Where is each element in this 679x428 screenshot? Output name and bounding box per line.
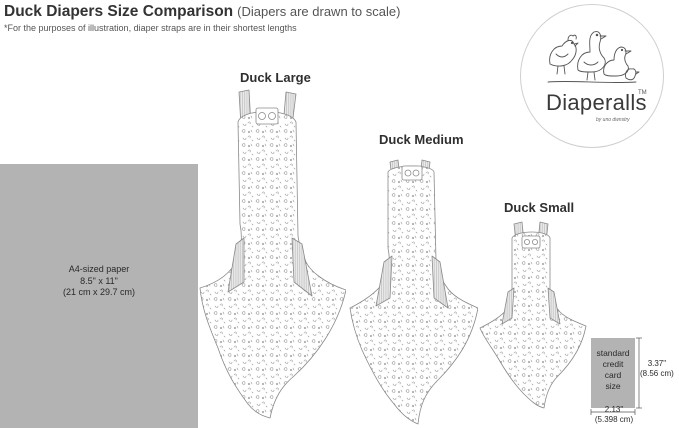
logo-wordmark: Diaperalls [546, 90, 647, 115]
diaper-large-top-tab [255, 107, 279, 125]
diaper-large [199, 89, 346, 419]
credit-card-height-in: 3.37" [647, 359, 667, 368]
credit-card-dimension-lines [590, 337, 642, 415]
diaper-small-left-strap-lower [501, 287, 515, 325]
credit-card-width-label: 2.13" (5.398 cm) [588, 405, 640, 425]
page-title: Duck Diapers Size Comparison [4, 3, 234, 20]
size-label-small: Duck Small [504, 200, 575, 215]
diaper-large-left-strap-lower [227, 237, 245, 293]
poultry-illustration-icon [547, 31, 640, 84]
logo-tagline: by uno dwnstry [596, 117, 630, 123]
credit-card-label-line3: card [604, 370, 622, 380]
credit-card-rectangle [591, 338, 635, 408]
a4-paper-label-line3: (21 cm x 29.7 cm) [62, 287, 136, 297]
diaper-small-top-tab [521, 235, 541, 249]
diaper-small [479, 221, 587, 409]
diaper-medium-top-tab [401, 165, 423, 181]
credit-card-width-in: 2.13" [604, 405, 624, 414]
a4-paper-label-line2: 8.5" x 11" [80, 275, 118, 286]
page-header: Duck Diapers Size Comparison(Diapers are… [4, 3, 400, 21]
logo-trademark: TM [638, 90, 647, 96]
a4-paper-label: A4-sized paper 8.5" x 11" (21 cm x 29.7 … [0, 264, 198, 299]
diaper-medium-body [349, 165, 478, 425]
credit-card-height-cm: (8.56 cm) [640, 369, 674, 378]
a4-paper-label-line1: A4-sized paper [68, 264, 130, 274]
logo-badge [520, 4, 664, 148]
credit-card-height-label: 3.37" (8.56 cm) [640, 359, 674, 379]
size-label-large: Duck Large [240, 70, 311, 85]
page-subtitle: (Diapers are drawn to scale) [237, 4, 401, 19]
credit-card-width-cm: (5.398 cm) [594, 415, 634, 424]
credit-card-label-line1: standard [596, 348, 630, 358]
a4-paper-rectangle [0, 164, 198, 428]
diaper-large-body [199, 111, 346, 419]
credit-card-label-line2: credit [602, 359, 624, 369]
diaper-small-body [479, 231, 587, 409]
size-label-medium: Duck Medium [379, 132, 464, 147]
diaper-medium-left-strap-lower [375, 255, 393, 307]
diaper-medium-right-strap-lower [431, 255, 449, 309]
diaper-medium [349, 159, 478, 425]
credit-card-label-line4: size [605, 381, 621, 391]
footnote: *For the purposes of illustration, diape… [4, 23, 297, 33]
diaper-small-right-strap-lower [547, 287, 561, 325]
credit-card-label: standard credit card size [591, 348, 635, 392]
diaper-large-right-strap-lower [291, 237, 313, 297]
